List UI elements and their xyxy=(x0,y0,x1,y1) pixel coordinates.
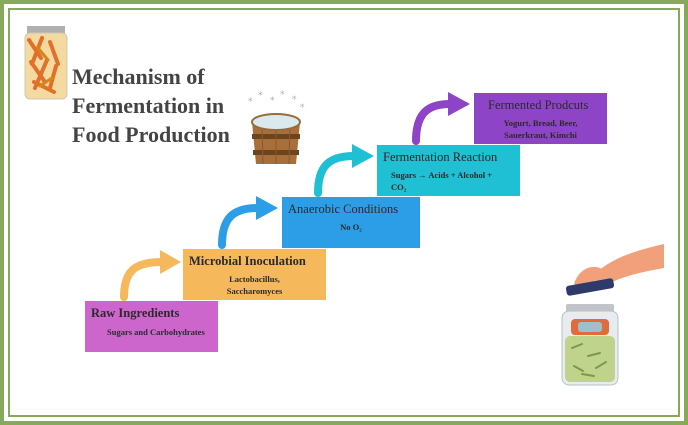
page-title: Mechanism of Fermentation in Food Produc… xyxy=(72,62,252,149)
step-label: Fermentation Reaction xyxy=(383,150,498,164)
svg-text:*: * xyxy=(300,103,305,113)
wooden-steamer-icon: *** *** xyxy=(248,90,305,165)
step-description-line: Saccharomyces xyxy=(226,286,283,296)
step-raw-ingredients: Raw Ingredients Sugars and Carbohydrates xyxy=(85,301,218,352)
step-label: Anaerobic Conditions xyxy=(288,202,399,216)
inner-frame xyxy=(8,8,680,417)
step-anaerobic-conditions: Anaerobic Conditions No O₂ xyxy=(282,197,420,248)
svg-text:*: * xyxy=(292,95,297,105)
arrow-4-icon xyxy=(412,92,470,145)
title-line-2: Fermentation in xyxy=(72,93,225,118)
step-description: Yogurt, Bread, Beer, Sauerkraut, Kimchi xyxy=(480,117,601,141)
svg-text:*: * xyxy=(258,91,263,101)
svg-text:*: * xyxy=(248,97,253,107)
arrow-2-icon xyxy=(218,196,278,249)
step-description: No O₂ xyxy=(340,222,362,232)
step-label: Fermented Prodcuts xyxy=(488,98,589,112)
step-microbial-inoculation: Microbial Inoculation Lactobacillus, Sac… xyxy=(183,249,326,300)
step-fermented-products: Fermented Prodcuts Yogurt, Bread, Beer, … xyxy=(474,93,607,144)
title-line-3: Food Production xyxy=(72,122,230,147)
arrow-3-icon xyxy=(314,144,374,197)
arrow-1-icon xyxy=(120,250,181,301)
step-description-line: Sauerkraut, Kimchi xyxy=(504,130,577,140)
step-description: Sugars and Carbohydrates xyxy=(107,327,205,337)
step-label: Raw Ingredients xyxy=(91,306,180,320)
svg-text:*: * xyxy=(280,90,285,100)
hand-opening-jar-icon xyxy=(561,244,664,386)
pickled-vegetable-jar-icon xyxy=(24,26,68,100)
step-fermentation-reaction: Fermentation Reaction Sugars → Acids + A… xyxy=(377,145,520,196)
step-description-line: Yogurt, Bread, Beer, xyxy=(503,118,578,128)
step-description: Lactobacillus, Saccharomyces xyxy=(189,273,320,297)
svg-text:*: * xyxy=(270,96,275,106)
step-label: Microbial Inoculation xyxy=(189,254,306,268)
title-line-1: Mechanism of xyxy=(72,64,205,89)
step-description-line: Lactobacillus, xyxy=(229,274,280,284)
step-description: Sugars → Acids + Alcohol + CO₂ xyxy=(391,170,493,192)
